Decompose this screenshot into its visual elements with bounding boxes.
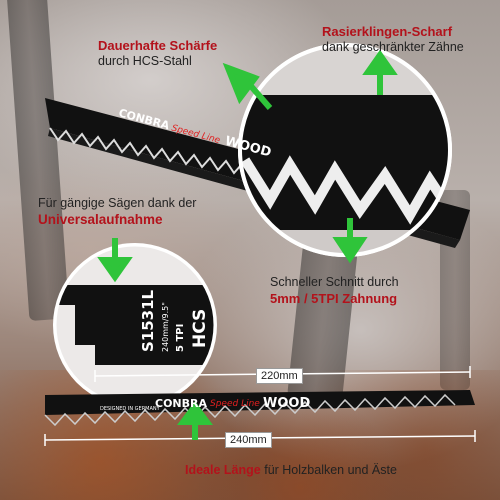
feature-highlight: Dauerhafte Schärfe [98,38,218,53]
arrow-icon [177,401,213,425]
origin-label: DESIGNED IN GERMANY [100,406,161,412]
arrow-icon [222,62,260,105]
feature-text: Schneller Schnitt durch [270,275,399,289]
arrow-icon [97,257,133,283]
arrow-icon [332,237,368,264]
shank-labels: S1531L 240mm/9.5" 5 TPI HCS [139,289,210,352]
dimension-240-label: 240mm [225,432,272,448]
feature-ideal-length: Ideale Länge für Holzbalken und Äste [185,463,397,479]
brand-label: CONBRA [155,397,207,410]
green-arrow-icons [97,49,398,440]
feature-text: Für gängige Sägen dank der [38,196,197,210]
bottom-saw-blade [44,390,475,427]
feature-highlight: Universalaufnahme [38,211,163,227]
feature-highlight: 5mm / 5TPI Zahnung [270,290,398,306]
size-label: 240mm/9.5" [161,302,170,352]
model-label: S1531L [139,289,157,352]
feature-text: durch HCS-Stahl [98,54,192,69]
shank-zoom-circle [53,243,217,407]
dimension-220-label: 220mm [256,368,303,384]
bottom-blade-labels: DESIGNED IN GERMANY CONBRA Speed Line WO… [100,396,310,412]
feature-universal-shank: Für gängige Sägen dank der Universalaufn… [38,196,196,229]
feature-highlight: Ideale Länge [185,463,261,477]
line-label: Speed Line [210,399,260,409]
feature-sharpness: Dauerhafte Schärfe durch HCS-Stahl [98,38,217,70]
steel-label: HCS [190,309,210,348]
type-label: WOOD [263,396,310,411]
tpi-label: 5 TPI [175,324,186,352]
feature-highlight: Rasierklingen-Scharf [322,24,453,39]
feature-text: dank geschränkter Zähne [322,40,464,55]
feature-text: für Holzbalken und Äste [264,463,397,477]
feature-fast-cut: Schneller Schnitt durch 5mm / 5TPI Zahnu… [270,275,399,307]
arrow-icon [247,83,273,110]
feature-razor-sharp: Rasierklingen-Scharf dank geschränkter Z… [322,24,464,56]
arrow-icon [362,49,398,75]
